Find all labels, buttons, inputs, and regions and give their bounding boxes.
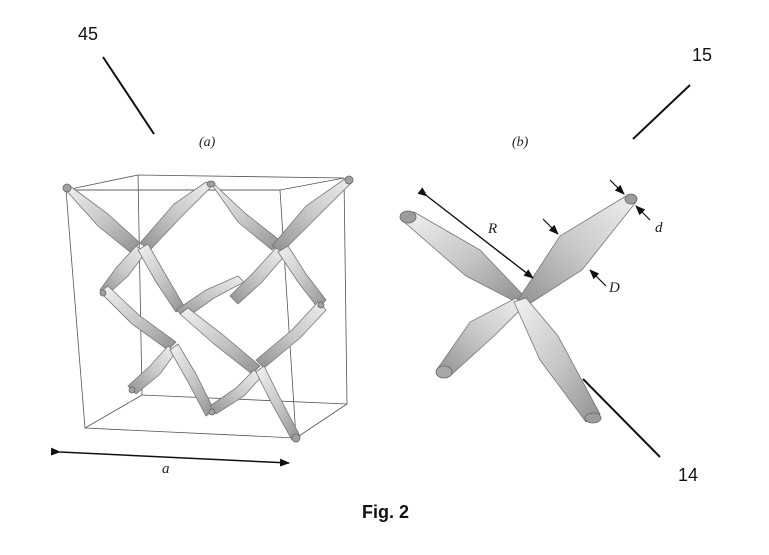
leader-line-15 <box>632 84 691 140</box>
subfigure-label-a: (a) <box>199 135 216 150</box>
arrow-D-upper <box>542 218 559 235</box>
unit-cell-lattice <box>50 174 354 467</box>
arrow-d-upper <box>609 179 625 195</box>
dimension-arrow-R <box>417 187 534 279</box>
strut-lower-left <box>437 297 525 377</box>
subfigure-label-b: (b) <box>512 135 529 150</box>
leader-line-14 <box>582 378 661 458</box>
arrow-D-lower <box>589 269 607 287</box>
dimension-label-a: a <box>162 461 170 477</box>
arrow-d-lower <box>635 205 651 221</box>
leader-line-45 <box>102 56 155 135</box>
dimension-label-D: D <box>609 280 620 296</box>
strut-end-caps <box>62 175 354 443</box>
reference-numeral-45: 45 <box>78 24 99 44</box>
unit-cell-box <box>65 174 348 439</box>
reference-numeral-14: 14 <box>678 465 699 485</box>
figure-caption: Fig. 2 <box>362 502 410 522</box>
dimension-arrow-a <box>50 447 290 467</box>
reference-numeral-15: 15 <box>692 45 713 65</box>
dimension-label-R: R <box>488 221 498 237</box>
dimension-label-d: d <box>655 220 663 236</box>
single-node-cell <box>399 179 651 424</box>
strut-lower-right <box>513 297 601 423</box>
lattice-struts <box>63 177 353 441</box>
